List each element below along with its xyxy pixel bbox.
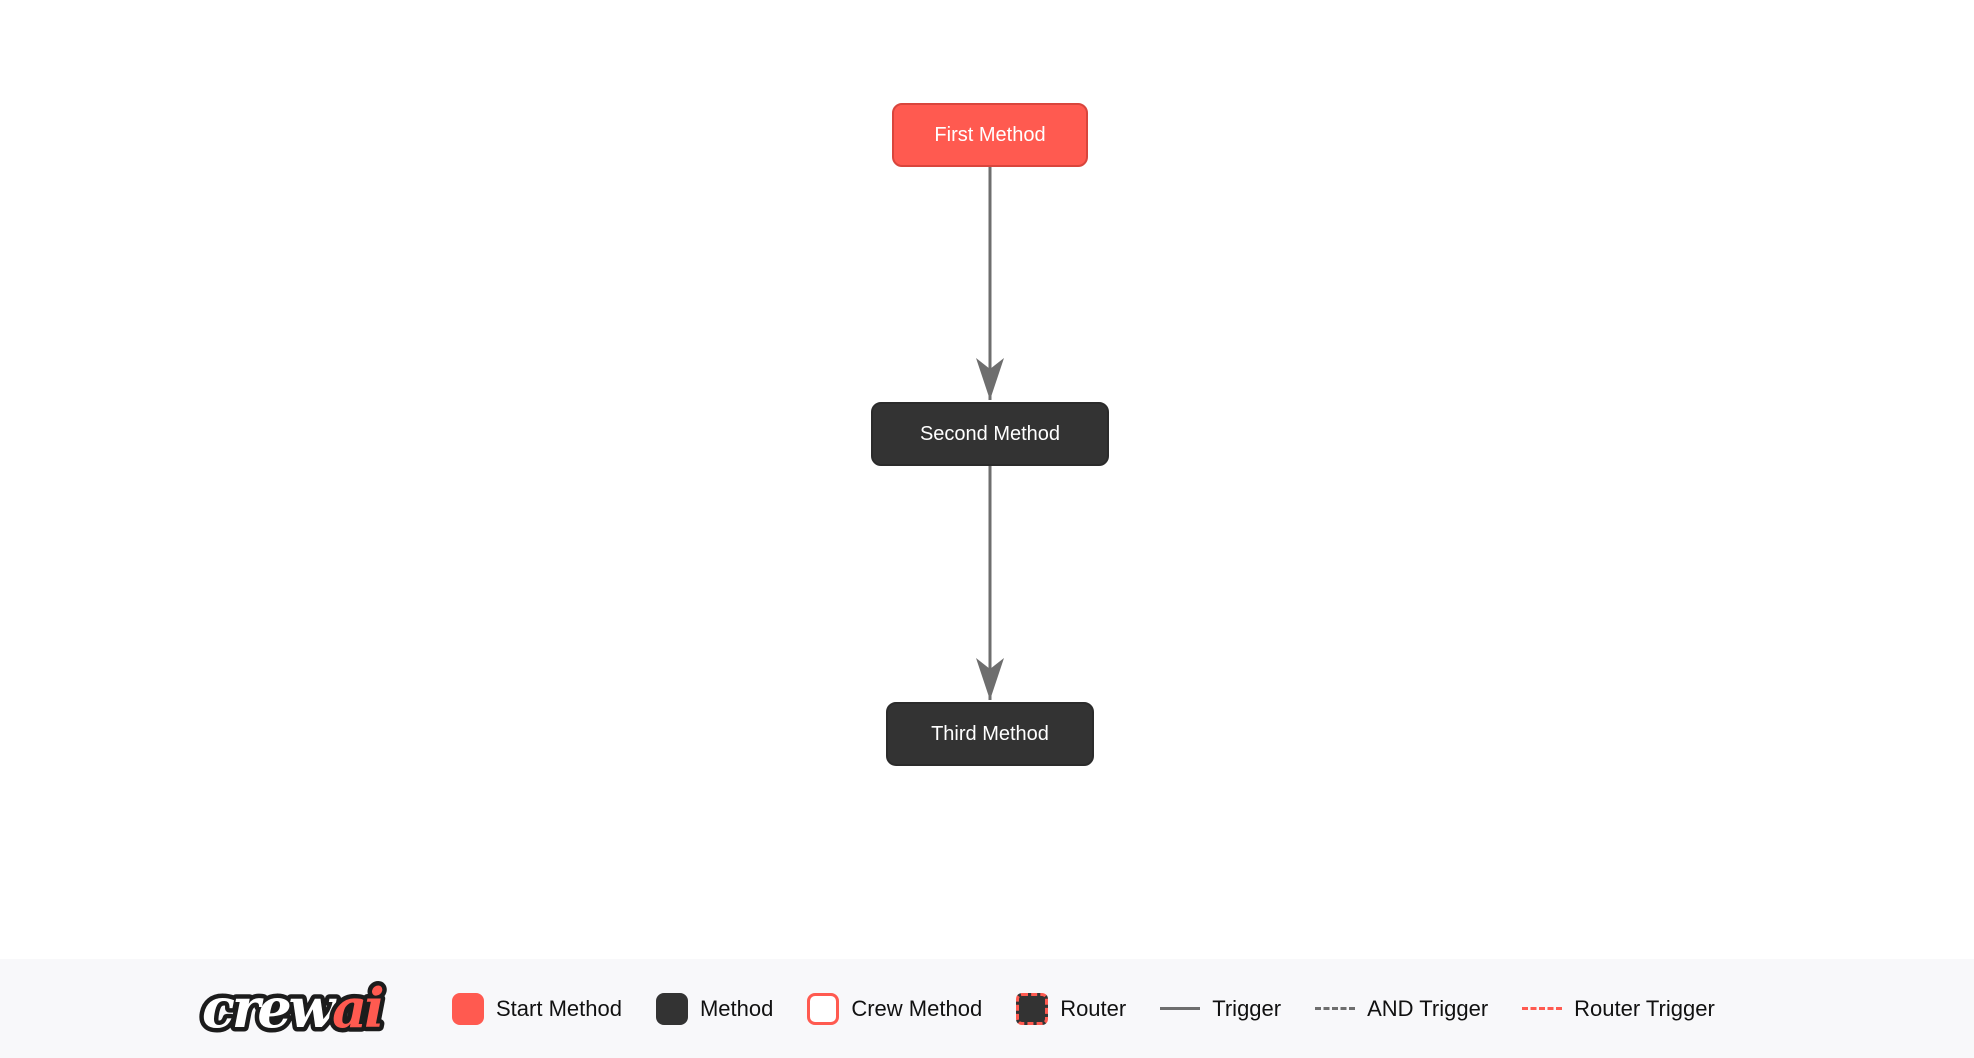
node-label: Third Method (931, 722, 1049, 745)
legend-item-and-trigger: AND Trigger (1315, 996, 1488, 1022)
legend-label: AND Trigger (1367, 995, 1489, 1021)
and-trigger-line-swatch (1315, 1007, 1356, 1010)
node-first-method[interactable]: First Method (892, 103, 1088, 167)
node-third-method[interactable]: Third Method (886, 702, 1094, 766)
legend-item-router-trigger: Router Trigger (1522, 996, 1715, 1022)
legend-label: Method (699, 995, 774, 1021)
node-second-method[interactable]: Second Method (871, 402, 1109, 466)
legend-label: Trigger (1212, 995, 1282, 1021)
legend: Start Method Method Crew Method Router T… (452, 959, 1715, 1058)
node-label: Second Method (919, 422, 1061, 445)
start-method-swatch (452, 992, 484, 1025)
legend-label: Start Method (496, 995, 622, 1021)
legend-item-router: Router (1016, 992, 1127, 1025)
svg-text:crewai: crewai (202, 976, 383, 1040)
legend-bar: crewai Start Method Method Crew Method R… (0, 959, 1974, 1058)
logo-text-ai: ai (332, 976, 383, 1040)
method-swatch (655, 992, 688, 1025)
flow-canvas[interactable]: First Method Second Method Third Method (0, 0, 1974, 959)
crewai-logo: crewai (198, 973, 391, 1045)
router-swatch (1016, 992, 1049, 1025)
trigger-line-swatch (1160, 1007, 1201, 1010)
legend-item-crew-method: Crew Method (807, 992, 983, 1025)
legend-label: Router (1060, 995, 1127, 1021)
node-label: First Method (934, 123, 1046, 146)
legend-label: Router Trigger (1574, 995, 1715, 1021)
crew-method-swatch (807, 992, 840, 1025)
logo-text-crew: crew (202, 976, 338, 1040)
legend-label: Crew Method (851, 995, 983, 1021)
legend-item-start-method: Start Method (452, 992, 622, 1025)
legend-item-trigger: Trigger (1160, 996, 1281, 1022)
legend-item-method: Method (655, 992, 774, 1025)
router-trigger-line-swatch (1522, 1007, 1563, 1010)
